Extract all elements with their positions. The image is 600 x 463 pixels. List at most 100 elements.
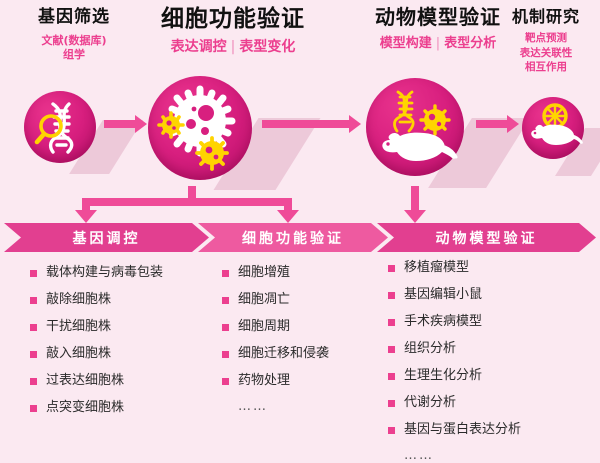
- fork-left-arrowhead: [75, 210, 97, 223]
- header-title-1: 基因筛选: [38, 7, 110, 27]
- bullet-square-icon: [222, 378, 229, 385]
- bullet-square-icon: [388, 427, 395, 434]
- fork-right-leg: [284, 198, 292, 213]
- bullet-square-icon: [388, 319, 395, 326]
- list-item[interactable]: 载体构建与病毒包装: [30, 266, 163, 279]
- list-item[interactable]: 敲除细胞株: [30, 293, 163, 306]
- mouse-tail-glyph: [443, 145, 458, 159]
- arrow-circle1-to-circle2: [104, 115, 147, 133]
- bullet-square-icon: [30, 351, 37, 358]
- list-gene-regulation: 载体构建与病毒包装 敲除细胞株 干扰细胞株 敲入细胞株 过表达细胞株 点突变细胞…: [30, 266, 163, 428]
- down-connector-arrowhead: [404, 210, 426, 223]
- header-subtitle-2-part-2: 表型变化: [239, 39, 296, 56]
- fork-crossbar: [82, 198, 292, 206]
- fork-right-arrowhead: [277, 210, 299, 223]
- header-subtitle-1-line-2: 组学: [63, 48, 85, 62]
- icon-circle-cell-function[interactable]: [148, 76, 252, 180]
- infographic-canvas: 基因筛选 文献(数据库) 组学 细胞功能验证 表达调控|表型变化 动物模型验证 …: [0, 6, 600, 463]
- bullet-square-icon: [30, 270, 37, 277]
- list-item[interactable]: 过表达细胞株: [30, 374, 163, 387]
- mouse-eye-glyph: [386, 142, 390, 146]
- list-item-label: 药物处理: [238, 373, 291, 388]
- banner-animal-model[interactable]: 动物模型验证: [377, 223, 596, 252]
- header-subtitle-3-part-1: 模型构建: [379, 36, 432, 51]
- list-item[interactable]: 代谢分析: [388, 396, 521, 409]
- bullet-square-icon: [388, 346, 395, 353]
- cell-yellow-glyph: [419, 104, 451, 136]
- dna-magnifier-icon: [34, 102, 74, 154]
- list-item[interactable]: 细胞迁移和侵袭: [222, 347, 329, 360]
- header-subtitle-3-part-2: 表型分析: [444, 36, 497, 51]
- header-subtitle-4-line-1: 靶点预测: [525, 32, 567, 45]
- icon-circle-animal-model[interactable]: [366, 78, 464, 176]
- header-column-animal-model: 动物模型验证 模型构建|表型分析: [332, 6, 544, 53]
- list-item[interactable]: 干扰细胞株: [30, 320, 163, 333]
- list-item-label: 生理生化分析: [404, 368, 483, 383]
- cell-gears-icon: [157, 85, 236, 171]
- dna-helix-glyph: [393, 90, 415, 133]
- mouse-eye-glyph: [533, 131, 537, 135]
- icon-circle-mechanism-study[interactable]: [522, 97, 584, 159]
- header-subtitle-3-separator: |: [435, 36, 441, 51]
- list-item[interactable]: 组织分析: [388, 342, 521, 355]
- list-item-label: 细胞周期: [238, 319, 291, 334]
- header-subtitle-2-part-1: 表达调控: [170, 39, 227, 56]
- header-title-2: 细胞功能验证: [161, 6, 305, 32]
- header-subtitle-4-line-2: 表达关联性: [519, 46, 573, 59]
- list-item-label: 干扰细胞株: [46, 319, 112, 334]
- mouse-body-glyph: [382, 132, 456, 161]
- list-item[interactable]: 基因编辑小鼠: [388, 288, 521, 301]
- banner-label-3: 动物模型验证: [435, 230, 538, 247]
- fork-stem: [188, 186, 196, 206]
- list-item-label: 基因编辑小鼠: [404, 287, 483, 302]
- icon-circle-gene-screening[interactable]: [24, 91, 96, 163]
- mouse-dna-cell-icon: [382, 90, 458, 161]
- list-item-label: 载体构建与病毒包装: [46, 265, 164, 280]
- bullet-square-icon: [388, 292, 395, 299]
- bullet-square-icon: [388, 400, 395, 407]
- banner-gene-regulation[interactable]: 基因调控: [4, 223, 209, 252]
- list-ellipsis: ……: [404, 448, 434, 463]
- arrow-circle3-to-circle4: [476, 115, 519, 133]
- list-item-label: 点突变细胞株: [46, 400, 125, 415]
- header-subtitle-3: 模型构建|表型分析: [332, 35, 544, 53]
- list-item-label: 细胞凋亡: [238, 292, 291, 307]
- list-item[interactable]: 细胞增殖: [222, 266, 329, 279]
- list-item[interactable]: 手术疾病模型: [388, 315, 521, 328]
- list-item[interactable]: 敲入细胞株: [30, 347, 163, 360]
- magnifier-glyph: [34, 114, 63, 145]
- list-item-label: 手术疾病模型: [404, 314, 483, 329]
- header-column-cell-function: 细胞功能验证 表达调控|表型变化: [118, 6, 348, 57]
- list-item[interactable]: 药物处理: [222, 374, 329, 387]
- bullet-square-icon: [222, 270, 229, 277]
- list-item-label: 代谢分析: [404, 395, 457, 410]
- fork-left-leg: [82, 198, 90, 213]
- list-item-label: 过表达细胞株: [46, 373, 125, 388]
- header-subtitle-2: 表达调控|表型变化: [118, 38, 348, 57]
- list-item[interactable]: 生理生化分析: [388, 369, 521, 382]
- header-subtitle-4: 靶点预测 表达关联性 相互作用: [492, 31, 600, 74]
- target-cell-glyph: [542, 103, 568, 129]
- list-item[interactable]: 细胞凋亡: [222, 293, 329, 306]
- mouse-target-icon: [531, 103, 583, 145]
- list-item-label: 细胞增殖: [238, 265, 291, 280]
- down-connector-stem: [411, 186, 419, 212]
- list-item[interactable]: 细胞周期: [222, 320, 329, 333]
- bullet-square-icon: [388, 373, 395, 380]
- list-item[interactable]: 基因与蛋白表达分析: [388, 423, 521, 436]
- header-column-gene-screening: 基因筛选 文献(数据库) 组学: [0, 7, 148, 63]
- header-subtitle-2-separator: |: [230, 39, 236, 56]
- banner-cell-function[interactable]: 细胞功能验证: [198, 223, 388, 252]
- list-item[interactable]: 点突变细胞株: [30, 401, 163, 414]
- list-item-label: 敲除细胞株: [46, 292, 112, 307]
- header-title-4: 机制研究: [511, 7, 580, 26]
- list-cell-function: 细胞增殖 细胞凋亡 细胞周期 细胞迁移和侵袭 药物处理 ……: [222, 266, 329, 414]
- list-animal-model: 移植瘤模型 基因编辑小鼠 手术疾病模型 组织分析 生理生化分析 代谢分析 基因与…: [388, 261, 521, 463]
- list-item-label: 敲入细胞株: [46, 346, 112, 361]
- arrow-circle2-to-circle3: [262, 115, 361, 133]
- banner-label-1: 基因调控: [72, 230, 141, 247]
- list-item-label: 细胞迁移和侵袭: [238, 346, 330, 361]
- list-ellipsis: ……: [238, 399, 268, 414]
- bullet-square-icon: [388, 265, 395, 272]
- list-item[interactable]: 移植瘤模型: [388, 261, 521, 274]
